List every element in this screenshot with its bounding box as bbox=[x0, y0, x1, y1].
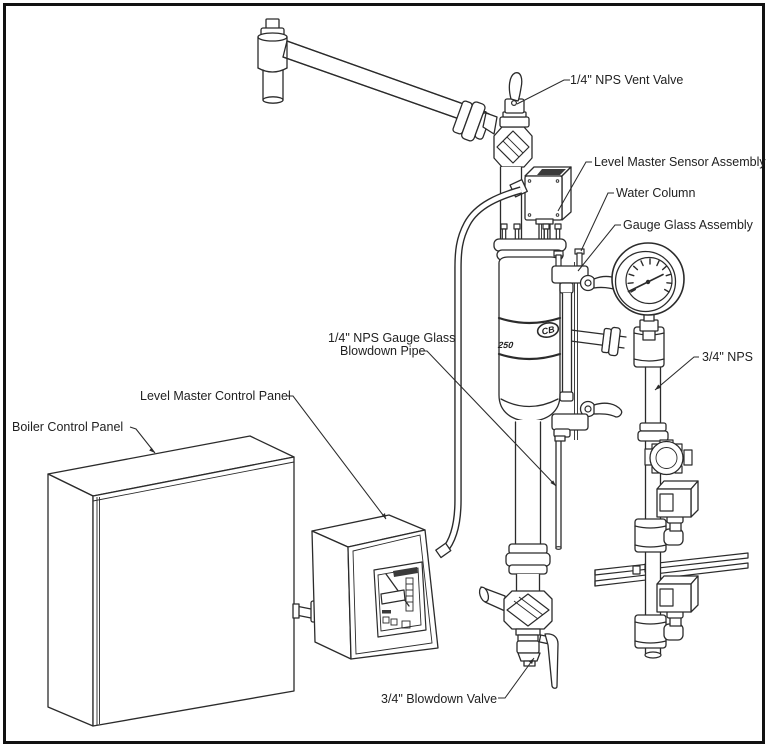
gauge-branch-pipe bbox=[562, 326, 627, 357]
gauge-hub bbox=[645, 279, 651, 285]
vent-valve-assembly bbox=[482, 72, 533, 168]
label-water-column: Water Column bbox=[616, 186, 695, 200]
gauge-glass-bottom-valve bbox=[551, 413, 589, 431]
label-gauge-glass-assembly: Gauge Glass Assembly bbox=[623, 218, 754, 232]
label-sensor-assembly: Level Master Sensor Assembly bbox=[594, 155, 766, 169]
label-34-nps: 3/4" NPS bbox=[702, 350, 753, 364]
vessel-logo-text: CB bbox=[541, 324, 556, 337]
pressure-gauge-assembly bbox=[611, 242, 685, 368]
callout-labels: 1/4" NPS Vent Valve Level Master Sensor … bbox=[12, 73, 766, 706]
gauge-needle bbox=[627, 273, 664, 293]
label-vent-valve: 1/4" NPS Vent Valve bbox=[570, 73, 683, 87]
pressure-switch-lower bbox=[656, 575, 699, 641]
boiler-control-panel bbox=[47, 435, 295, 727]
open-pipe-end bbox=[644, 651, 662, 659]
water-column-vessel: CB 250 bbox=[493, 223, 567, 422]
label-lm-control-panel: Level Master Control Panel bbox=[140, 389, 291, 403]
flange-studs bbox=[500, 223, 562, 242]
pressure-switch-upper bbox=[656, 480, 699, 546]
bottom-valve-handle bbox=[593, 402, 623, 418]
panel-display bbox=[373, 561, 427, 638]
switch-window bbox=[659, 493, 674, 512]
label-gg-blowdown-line2: Blowdown Pipe bbox=[340, 344, 426, 358]
pipe-coupling bbox=[639, 422, 667, 432]
column-top-flange bbox=[493, 238, 567, 252]
blowdown-drain-line bbox=[478, 420, 559, 689]
gauge-glass-blowdown-pipe bbox=[555, 437, 562, 550]
gauge-ticks bbox=[627, 258, 673, 293]
label-boiler-control-panel: Boiler Control Panel bbox=[12, 420, 123, 434]
blowdown-valve-lever bbox=[544, 633, 559, 689]
blowdown-valve-body bbox=[516, 640, 540, 654]
level-master-control-panel bbox=[292, 514, 439, 660]
open-pipe-end bbox=[262, 96, 284, 104]
float-device bbox=[644, 439, 693, 476]
sensor-conduit bbox=[435, 178, 528, 559]
switch-window bbox=[659, 588, 674, 607]
vent-valve-lever bbox=[508, 72, 523, 102]
leader-lines bbox=[129, 79, 699, 699]
vessel-rating-text: 250 bbox=[497, 340, 514, 350]
label-gg-blowdown-line1: 1/4" NPS Gauge Glass bbox=[328, 331, 455, 345]
label-blowdown-valve: 3/4" Blowdown Valve bbox=[381, 692, 497, 706]
vessel-logo: CB bbox=[536, 322, 560, 338]
display-readout bbox=[380, 589, 406, 605]
